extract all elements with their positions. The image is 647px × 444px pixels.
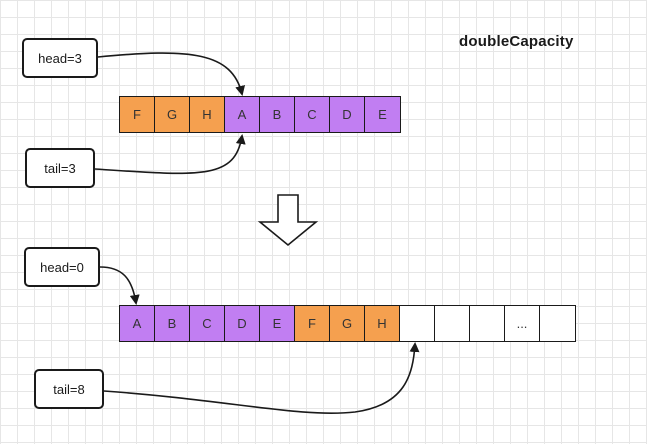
tail-after-arrow xyxy=(103,342,420,414)
array-after-cell xyxy=(540,306,575,341)
array-after-cell: H xyxy=(365,306,400,341)
array-before-cell: D xyxy=(330,97,365,132)
head-before-arrow xyxy=(97,52,246,96)
tail-label-after: tail=8 xyxy=(34,369,104,409)
diagram-title: doubleCapacity xyxy=(459,33,574,50)
head-label-after: head=0 xyxy=(24,247,100,287)
array-after-cell xyxy=(435,306,470,341)
array-after-cell: B xyxy=(155,306,190,341)
array-before-cell: C xyxy=(295,97,330,132)
array-after-cell: D xyxy=(225,306,260,341)
array-before-cell: F xyxy=(120,97,155,132)
tail-label-after-text: tail=8 xyxy=(53,381,85,397)
tail-before-arrow xyxy=(94,134,246,175)
array-after-cell: ... xyxy=(505,306,540,341)
tail-label-before-text: tail=3 xyxy=(44,160,76,176)
head-label-before: head=3 xyxy=(22,38,98,78)
array-after-cell: C xyxy=(190,306,225,341)
array-after-cell xyxy=(400,306,435,341)
head-label-after-text: head=0 xyxy=(40,259,84,275)
head-after-arrow xyxy=(99,266,140,305)
array-before-cell: H xyxy=(190,97,225,132)
array-after-cell: F xyxy=(295,306,330,341)
head-label-before-text: head=3 xyxy=(38,50,82,66)
array-before-cell: B xyxy=(260,97,295,132)
transition-down-arrow xyxy=(257,194,319,247)
array-after-cell: G xyxy=(330,306,365,341)
tail-label-before: tail=3 xyxy=(25,148,95,188)
array-before-cell: G xyxy=(155,97,190,132)
array-before-cell: A xyxy=(225,97,260,132)
array-after-cell: E xyxy=(260,306,295,341)
array-before-cell: E xyxy=(365,97,400,132)
array-after-cell xyxy=(470,306,505,341)
array-after-cell: A xyxy=(120,306,155,341)
